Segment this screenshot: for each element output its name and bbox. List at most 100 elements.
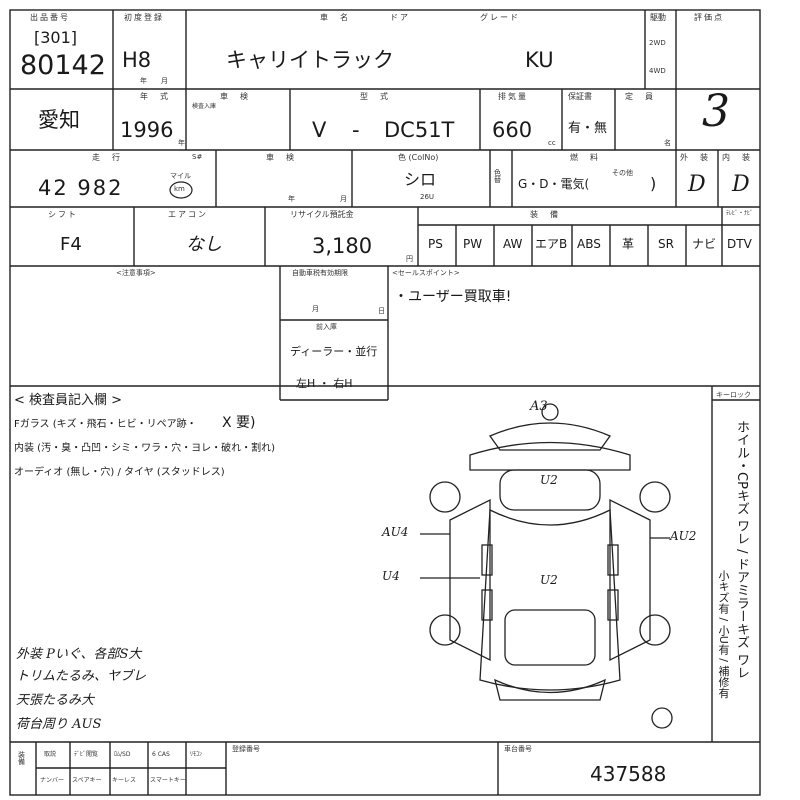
equip-leather: 革 — [622, 237, 635, 251]
interior-grade: D — [732, 172, 750, 197]
color-no: 26U — [420, 193, 435, 201]
shift: F4 — [60, 234, 82, 255]
chassis-label: 車台番号 — [504, 745, 532, 753]
tax-expiry-day: 日 — [378, 307, 385, 315]
lot-code: [301] — [34, 28, 78, 47]
tv-label: ﾃﾚﾋﾞ・ﾅﾋﾞ — [726, 210, 754, 217]
hand-note-2: トリムたるみ、ヤブレ — [16, 669, 147, 684]
lot-number: 80142 — [20, 50, 106, 81]
interior-label: 内 装 — [722, 153, 752, 162]
prev-owner: ディーラー・並行 — [290, 345, 378, 358]
exterior-label: 外 装 — [680, 153, 710, 162]
hand-note-1: 外装 Pいぐ、各部S大 — [16, 647, 142, 662]
model-year: 1996 — [120, 118, 174, 142]
warranty-value: 有・無 — [568, 121, 608, 136]
f-glass-mark: X 要) — [222, 415, 256, 431]
year-unit: 年 — [178, 139, 185, 147]
capacity-unit: 名 — [664, 139, 671, 147]
footer-cas: 6 CAS — [152, 751, 170, 758]
mileage: 42 982 — [38, 176, 124, 200]
mark-au4: AU4 — [382, 525, 409, 539]
displacement-label: 排気量 — [498, 92, 528, 101]
recycle-label: リサイクル預託金 — [290, 210, 354, 219]
aircon-label: エアコン — [168, 210, 208, 219]
score-label: 評価点 — [694, 13, 724, 22]
footer-remote: ﾘﾓｺﾝ — [190, 751, 203, 758]
mile-unit: マイル — [170, 172, 191, 180]
footer-smart-key: スマートキー — [150, 777, 186, 784]
inspect-year: 年 — [288, 195, 295, 203]
hand-note-4: 荷台周り AUS — [16, 717, 102, 732]
vehicle-name-label: 車 名 — [320, 13, 350, 22]
fuel-close: ) — [650, 174, 657, 193]
region: 愛知 — [38, 108, 80, 132]
model-year-label: 年 式 — [140, 92, 170, 101]
inspect-sub: 検査入庫 — [192, 103, 217, 110]
inspection-label: 車 検 — [266, 153, 296, 162]
equip-pw: PW — [463, 237, 483, 251]
mark-u2-bottom: U2 — [540, 573, 558, 587]
drive-label: 駆動 — [650, 13, 666, 22]
model-prefix: V — [312, 118, 327, 142]
exterior-grade: D — [688, 172, 706, 197]
drive-4wd: 4WD — [649, 67, 666, 75]
score: 3 — [702, 86, 730, 137]
footer-side-label: 装備 — [18, 751, 25, 766]
mark-a3: A3 — [530, 399, 548, 414]
footer-spare-key: スペアキー — [72, 777, 102, 784]
first-registration: H8 — [122, 48, 152, 72]
mark-u2-top: U2 — [540, 473, 558, 487]
model-code: DC51T — [384, 118, 455, 142]
equip-navi: ナビ — [692, 237, 717, 251]
color: シロ — [404, 170, 437, 189]
prev-owner-label: 前入庫 — [316, 323, 337, 331]
f-glass-row: Fガラス (キズ・飛石・ヒビ・リペア跡・ — [14, 419, 197, 430]
s-label: S# — [192, 153, 203, 161]
cc-unit: cc — [548, 139, 556, 147]
chassis-number: 437588 — [590, 762, 667, 786]
exhibit-no-label: 出品番号 — [30, 13, 70, 22]
equip-dtv: DTV — [727, 237, 752, 251]
vertical-note: ホイル・CPキズ ワレ / ドアミラーキズ ワレ — [734, 420, 749, 679]
equip-abs: ABS — [577, 237, 601, 251]
footer-manual: 取説 — [44, 751, 57, 758]
equip-aw: AW — [503, 237, 523, 251]
grade-label: グレード — [480, 13, 520, 22]
handle-side: 左H ・ 右H — [296, 377, 353, 390]
fuel-other: その他 — [612, 169, 633, 177]
footer-rom: ﾛﾑ/SD — [114, 751, 131, 758]
mark-u4: U4 — [382, 569, 400, 583]
interior-row: 内装 (汚・臭・凸凹・シミ・ワラ・穴・ヨレ・破れ・割れ) — [14, 443, 275, 454]
footer-number: ナンバー — [40, 777, 65, 784]
hand-note-3: 天張たるみ大 — [16, 693, 95, 708]
vertical-note-2: 小キズ有 / 小U有 / 補修有 — [717, 570, 730, 699]
equipment-label: 装 備 — [530, 210, 560, 219]
displacement: 660 — [492, 118, 533, 142]
first-reg-sub: 年 月 — [140, 77, 168, 85]
shift-label: シフト — [48, 210, 78, 219]
equip-ps: PS — [428, 237, 443, 251]
vehicle-diagram — [420, 403, 673, 729]
sales-point-label: <セールスポイント> — [392, 269, 460, 277]
aircon: なし — [186, 234, 222, 255]
km-unit: km — [174, 185, 185, 193]
inspect-label: 車 検 — [220, 92, 250, 101]
audio-tire-row: オーディオ (無し・穴) / タイヤ (スタッドレス) — [14, 467, 225, 478]
reg-no-label: 登録番号 — [232, 745, 260, 753]
footer-keyless: キーレス — [112, 777, 137, 784]
notes-heading: <注意事項> — [116, 269, 156, 277]
yen-unit: 円 — [406, 255, 413, 263]
sales-point: ・ユーザー買取車! — [394, 289, 512, 305]
color-change-label: 色替 — [494, 169, 501, 184]
mileage-label: 走 行 — [92, 153, 122, 162]
fuel-value: G・D・電気( — [518, 177, 590, 191]
manual-label: 定 員 — [625, 92, 655, 101]
equip-sr: SR — [658, 237, 674, 251]
first-reg-label: 初度登録 — [124, 13, 164, 22]
fuel-label: 燃 料 — [570, 153, 600, 162]
model-dash: - — [352, 118, 360, 142]
model-code-label: 型 式 — [360, 92, 390, 101]
drive-2wd: 2WD — [649, 39, 666, 47]
